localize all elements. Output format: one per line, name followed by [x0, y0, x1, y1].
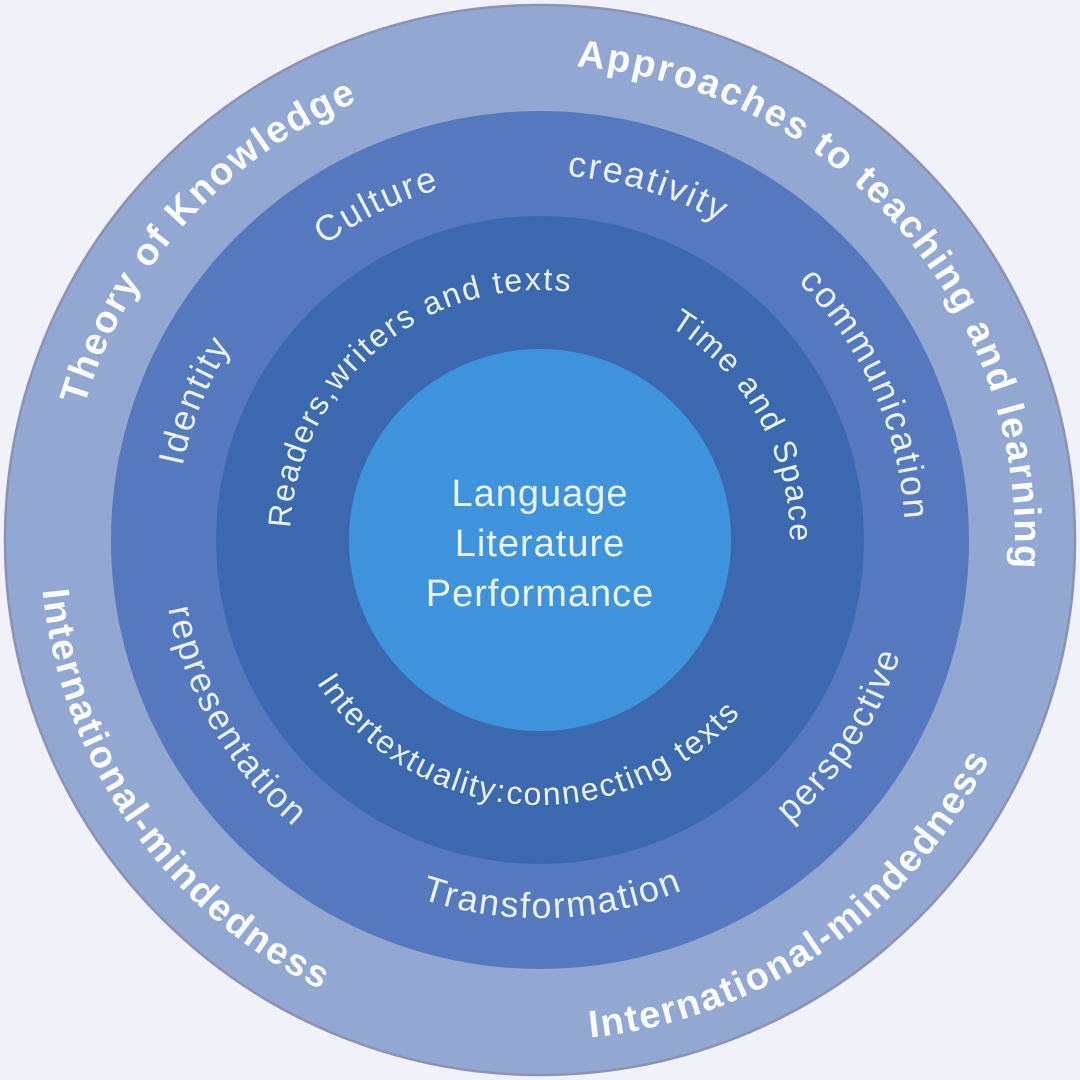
ring-core-circle: [349, 349, 731, 731]
core-line-2: Literature: [455, 523, 626, 565]
core-line-1: Language: [451, 473, 628, 515]
core-line-3: Performance: [426, 573, 655, 615]
